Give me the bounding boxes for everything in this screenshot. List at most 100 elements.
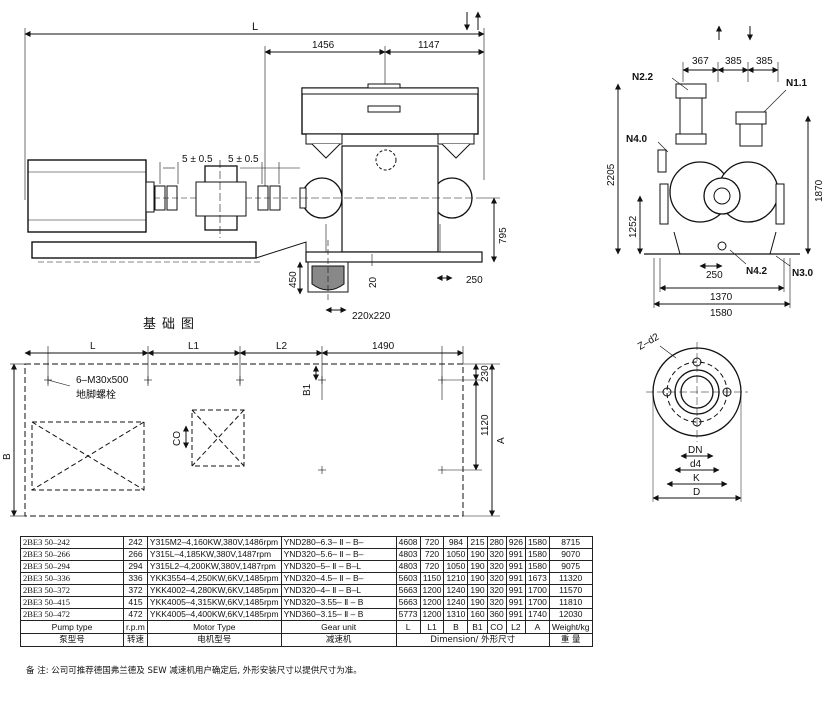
label-20: 20 [368, 276, 379, 288]
table-cell: 320 [486, 548, 507, 561]
header-CO: CO [486, 620, 507, 634]
label-DN: DN [688, 445, 702, 456]
motor-pit [31, 421, 145, 491]
table-cell: 11570 [548, 584, 593, 597]
label-250: 250 [466, 275, 483, 286]
label-250: 250 [706, 270, 723, 281]
label-side-B: B [2, 453, 13, 460]
foundation-plan-title: 基础图 [143, 317, 201, 332]
pump-body [341, 145, 439, 253]
table-cell: YND360–3.15– Ⅱ – B [280, 608, 397, 621]
header-weight: Weight/kg [548, 620, 593, 634]
header-A: A [524, 620, 550, 634]
table-cell: YKK3554–4,250KW,6KV,1485rpm [146, 572, 282, 585]
table-cell: 2BE3 50–372 [20, 584, 124, 597]
table-cell: 720 [419, 548, 445, 561]
label-pit: 220x220 [352, 311, 391, 322]
table-cell: 1210 [443, 572, 469, 585]
table-cell: 720 [419, 536, 445, 549]
table-cell: 991 [505, 584, 526, 597]
table-cell: 266 [123, 548, 148, 561]
label-plan-L1: L1 [188, 341, 200, 352]
header-gear-unit: Gear unit [280, 620, 397, 634]
table-cell: YND320–3.55– Ⅱ – B [280, 596, 397, 609]
label-n4-2: N4.2 [746, 266, 768, 277]
table-cell: 1700 [524, 584, 550, 597]
header-rpm-cn: 转速 [123, 633, 148, 647]
foundation-outline [24, 363, 464, 517]
label-230: 230 [480, 365, 491, 382]
header-motor-type: Motor Type [146, 620, 282, 634]
header-row-cn: 泵型号 转速 电机型号 减速机 Dimension/ 外形尺寸 重 量 [20, 633, 593, 647]
label-D: D [693, 487, 700, 498]
table-cell: 1740 [524, 608, 550, 621]
table-cell: 160 [467, 608, 488, 621]
label-bolt-spec: 6–M30x500 [76, 375, 129, 386]
table-cell: 2BE3 50–294 [20, 560, 124, 573]
table-cell: 720 [419, 560, 445, 573]
label-795: 795 [498, 227, 509, 244]
table-cell: 1700 [524, 596, 550, 609]
table-cell: 336 [123, 572, 148, 585]
label-385-a: 385 [725, 56, 742, 67]
motor-body [27, 159, 147, 233]
label-plan-L2: L2 [276, 341, 288, 352]
table-cell: 472 [123, 608, 148, 621]
label-1370: 1370 [710, 292, 733, 303]
table-cell: YND320–5– Ⅱ – B–L [280, 560, 397, 573]
label-plan-L: L [90, 341, 96, 352]
nozzle-top-left [675, 83, 707, 99]
label-n3-0: N3.0 [792, 268, 814, 279]
label-2205: 2205 [606, 163, 617, 186]
end-view [615, 25, 811, 308]
table-cell: 2BE3 50–336 [20, 572, 124, 585]
table-cell: 2BE3 50–242 [20, 536, 124, 549]
table-cell: YKK4005–4,400KW,6KV,1485rpm [146, 608, 282, 621]
table-cell: 11810 [548, 596, 593, 609]
table-cell: 1150 [419, 572, 445, 585]
base-frame [31, 241, 257, 259]
label-plan-1490: 1490 [372, 341, 395, 352]
table-cell: 2BE3 50–266 [20, 548, 124, 561]
table-cell: 984 [443, 536, 469, 549]
table-cell: 1240 [443, 596, 469, 609]
label-1147: 1147 [418, 40, 440, 51]
table-cell: 9075 [548, 560, 593, 573]
table-cell: 12030 [548, 608, 593, 621]
table-cell: 4803 [395, 560, 421, 573]
nozzle-n4-0 [657, 149, 667, 173]
table-cell: YND280–6.3– Ⅱ – B– [280, 536, 397, 549]
table-cell: 320 [486, 596, 507, 609]
table-cell: YKK4002–4,280KW,6KV,1485rpm [146, 584, 282, 597]
table-cell: 1580 [524, 560, 550, 573]
table-cell: 190 [467, 572, 488, 585]
header-L: L [395, 620, 421, 634]
table-cell: 991 [505, 596, 526, 609]
label-1120: 1120 [480, 414, 491, 436]
label-CO: CO [172, 431, 183, 446]
header-rpm: r.p.m [123, 620, 148, 634]
table-cell: 9070 [548, 548, 593, 561]
table-cell: 926 [505, 536, 526, 549]
table-cell: 4608 [395, 536, 421, 549]
table-cell: Y315L2–4,200KW,380V,1487rpm [146, 560, 282, 573]
table-cell: 2BE3 50–415 [20, 596, 124, 609]
header-motor-cn: 电机型号 [146, 633, 282, 647]
foundation-plan [10, 346, 500, 517]
header-L1: L1 [419, 620, 445, 634]
table-cell: 1200 [419, 596, 445, 609]
table-cell: 372 [123, 584, 148, 597]
label-B1: B1 [302, 383, 313, 396]
table-cell: 190 [467, 596, 488, 609]
table-cell: 991 [505, 560, 526, 573]
label-side-A: A [496, 437, 507, 444]
side-view [24, 11, 500, 313]
nozzle-top-right [735, 111, 767, 125]
footnote: 备 注: 公司可推荐德国弗兰德及 SEW 减速机用户确定后, 外形安装尺寸以提供… [26, 666, 362, 676]
